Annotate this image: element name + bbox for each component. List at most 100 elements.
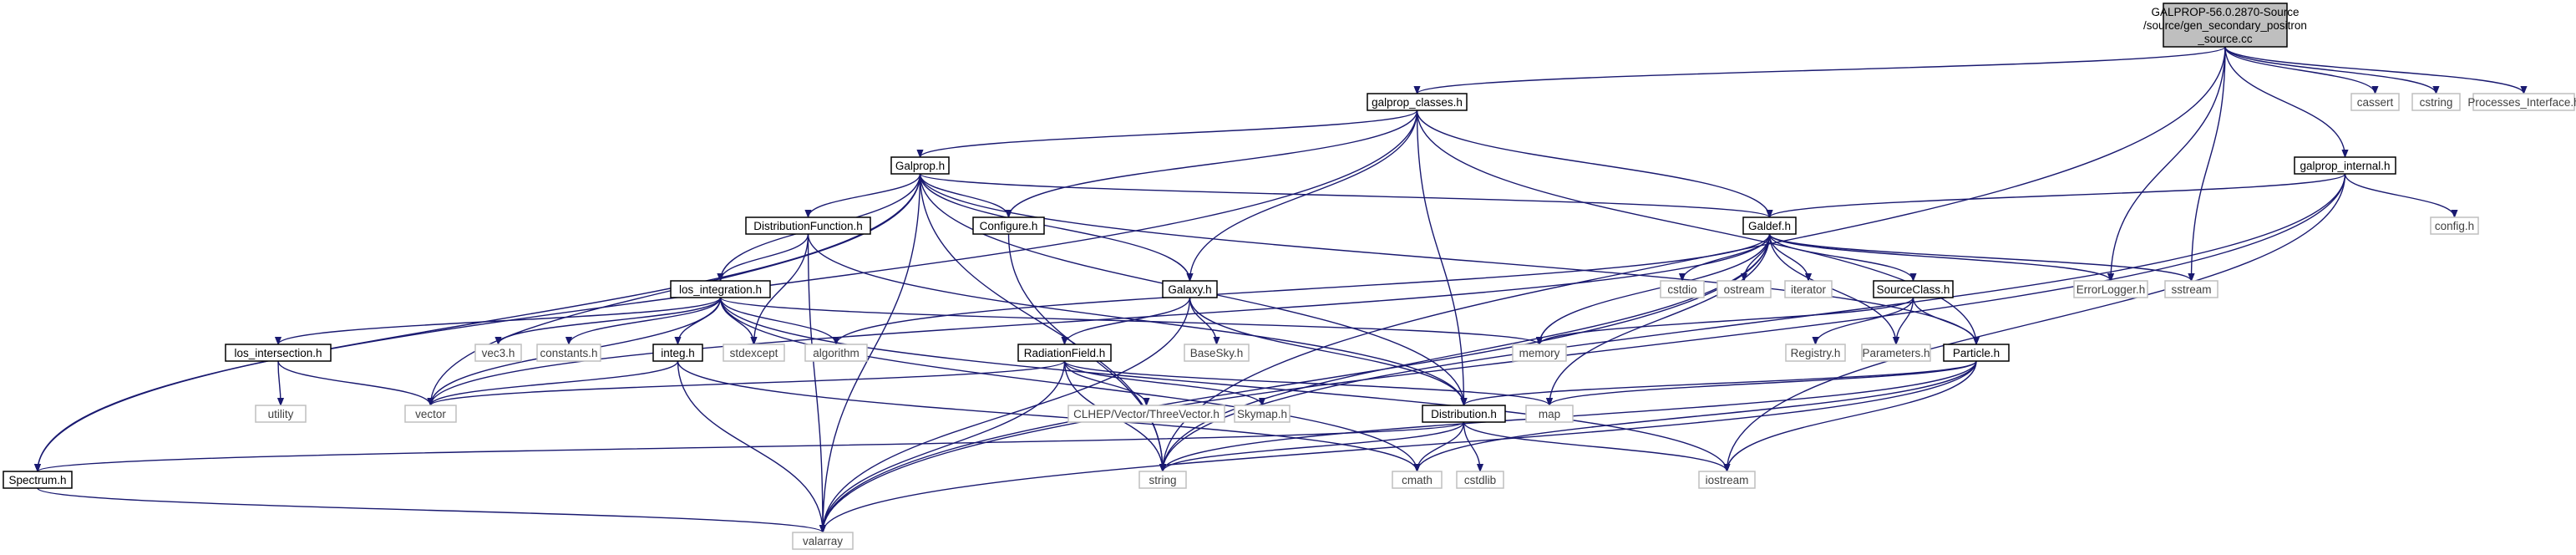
node-label-errorlogger: ErrorLogger.h: [2077, 283, 2146, 296]
node-label-baseskyh: BaseSky.h: [1190, 347, 1244, 359]
node-box-errorlogger: [2073, 280, 2148, 298]
edge-galprop-internal-to-galdef: [1770, 173, 2346, 218]
edge-particle-to-valarray: [823, 360, 1977, 532]
node-distribution[interactable]: Distribution.h: [1422, 405, 1506, 423]
node-label-distfunc: DistributionFunction.h: [753, 220, 863, 232]
edge-root-to-string: [1163, 46, 2226, 471]
node-label-galprop-classes: galprop_classes.h: [1372, 96, 1463, 109]
node-box-cstdlib: [1456, 471, 1504, 489]
node-parameters: Parameters.h: [1861, 344, 1931, 362]
node-label-spectrum: Spectrum.h: [8, 474, 66, 486]
edge-galaxy-to-valarray: [823, 297, 1191, 532]
edge-radiationfield-to-threevector: [1063, 360, 1147, 406]
edge-distribution-to-string: [1163, 421, 1465, 472]
node-box-los-integration: [670, 280, 771, 298]
edge-galaxy-to-distribution: [1189, 297, 1464, 405]
node-box-config: [2430, 216, 2479, 235]
node-label-galaxy: Galaxy.h: [1168, 283, 1211, 296]
edge-galprop-to-particle: [919, 173, 1977, 344]
node-valarray: valarray: [792, 532, 854, 550]
node-label-ostream: ostream: [1724, 283, 1765, 296]
node-box-vec3: [474, 344, 522, 362]
node-box-valarray: [792, 532, 854, 550]
node-sstream: sstream: [2164, 280, 2219, 298]
edge-root-to-galprop-internal: [2224, 46, 2345, 157]
edge-los-integration-to-constants: [569, 297, 722, 345]
node-radiationfield[interactable]: RadiationField.h: [1017, 344, 1112, 362]
node-errorlogger: ErrorLogger.h: [2073, 280, 2148, 298]
edge-radiationfield-to-vector: [431, 360, 1066, 406]
node-integ[interactable]: integ.h: [652, 344, 703, 362]
node-los-integration[interactable]: los_integration.h: [670, 280, 771, 298]
node-box-galprop-classes: [1367, 93, 1468, 111]
edge-radiationfield-to-valarray: [823, 360, 1066, 532]
node-baseskyh: BaseSky.h: [1184, 344, 1250, 362]
node-registry: Registry.h: [1785, 344, 1846, 362]
edge-los-integration-to-iostream: [719, 297, 1727, 471]
node-galaxy[interactable]: Galaxy.h: [1162, 280, 1218, 298]
node-box-configure: [972, 216, 1045, 235]
node-box-integ: [652, 344, 703, 362]
edge-root-to-sstream: [2192, 46, 2226, 281]
node-box-iterator: [1784, 280, 1833, 298]
edge-los-intersection-to-vector: [277, 360, 431, 406]
node-root[interactable]: GALPROP-56.0.2870-Source/source/gen_seco…: [2143, 3, 2307, 48]
edge-distribution-to-iostream: [1463, 421, 1727, 472]
node-label-cassert: cassert: [2357, 96, 2394, 109]
edge-galaxy-to-baseskyh: [1189, 297, 1217, 344]
node-label-integ: integ.h: [661, 347, 695, 359]
node-box-spectrum: [3, 471, 73, 489]
edge-galdef-to-sourceclass: [1768, 233, 1914, 282]
edge-galprop-to-configure: [919, 173, 1009, 218]
edge-galprop-to-valarray: [823, 173, 921, 532]
node-label-particle: Particle.h: [1953, 347, 2000, 359]
node-box-registry: [1785, 344, 1846, 362]
node-box-cmath: [1392, 471, 1443, 489]
node-cstdlib: cstdlib: [1456, 471, 1504, 489]
node-box-galdef: [1742, 216, 1797, 235]
node-label-vector: vector: [415, 408, 446, 420]
edge-spectrum-to-valarray: [37, 487, 823, 533]
node-memory: memory: [1512, 344, 1567, 362]
node-label-galdef: Galdef.h: [1748, 220, 1791, 232]
node-label-cmath: cmath: [1402, 474, 1433, 486]
node-galdef[interactable]: Galdef.h: [1742, 216, 1797, 235]
node-label-valarray: valarray: [803, 535, 843, 547]
node-galprop[interactable]: Galprop.h: [890, 156, 950, 175]
edge-root-to-cassert: [2224, 46, 2376, 94]
node-label-vec3: vec3.h: [482, 347, 515, 359]
edge-root-to-galprop-classes: [1417, 46, 2226, 94]
node-box-cstdio: [1660, 280, 1705, 298]
node-label-registry: Registry.h: [1791, 347, 1841, 359]
node-box-galaxy: [1162, 280, 1218, 298]
node-spectrum[interactable]: Spectrum.h: [3, 471, 73, 489]
node-configure[interactable]: Configure.h: [972, 216, 1045, 235]
node-utility: utility: [255, 405, 307, 423]
edge-galprop-to-galdef: [919, 173, 1770, 218]
edge-galprop-to-distfunc: [809, 173, 921, 218]
node-box-ostream: [1716, 280, 1772, 298]
node-galprop-internal[interactable]: galprop_internal.h: [2294, 156, 2396, 175]
edge-galdef-to-iterator: [1768, 233, 1809, 282]
node-box-map: [1525, 405, 1574, 423]
node-algorithm: algorithm: [804, 344, 868, 362]
edge-galdef-to-algorithm: [836, 233, 1771, 345]
node-los-intersection[interactable]: los_intersection.h: [225, 344, 332, 362]
node-distfunc[interactable]: DistributionFunction.h: [745, 216, 871, 235]
edge-sourceclass-to-particle: [1912, 297, 1977, 345]
edge-particle-to-distribution: [1464, 360, 1977, 406]
node-galprop-classes[interactable]: galprop_classes.h: [1367, 93, 1468, 111]
edge-galprop-classes-to-galprop: [920, 109, 1418, 158]
node-sourceclass[interactable]: SourceClass.h: [1873, 280, 1954, 298]
node-label-iostream: iostream: [1706, 474, 1749, 486]
node-particle[interactable]: Particle.h: [1943, 344, 2010, 362]
node-box-particle: [1943, 344, 2010, 362]
edge-particle-to-map: [1549, 360, 1977, 406]
node-box-galprop: [890, 156, 950, 175]
node-iterator: iterator: [1784, 280, 1833, 298]
node-label-string: string: [1149, 474, 1176, 486]
node-label-sstream: sstream: [2171, 283, 2211, 296]
node-label-radiationfield: RadiationField.h: [1024, 347, 1106, 359]
node-label-galprop: Galprop.h: [895, 160, 945, 172]
node-box-distribution: [1422, 405, 1506, 423]
